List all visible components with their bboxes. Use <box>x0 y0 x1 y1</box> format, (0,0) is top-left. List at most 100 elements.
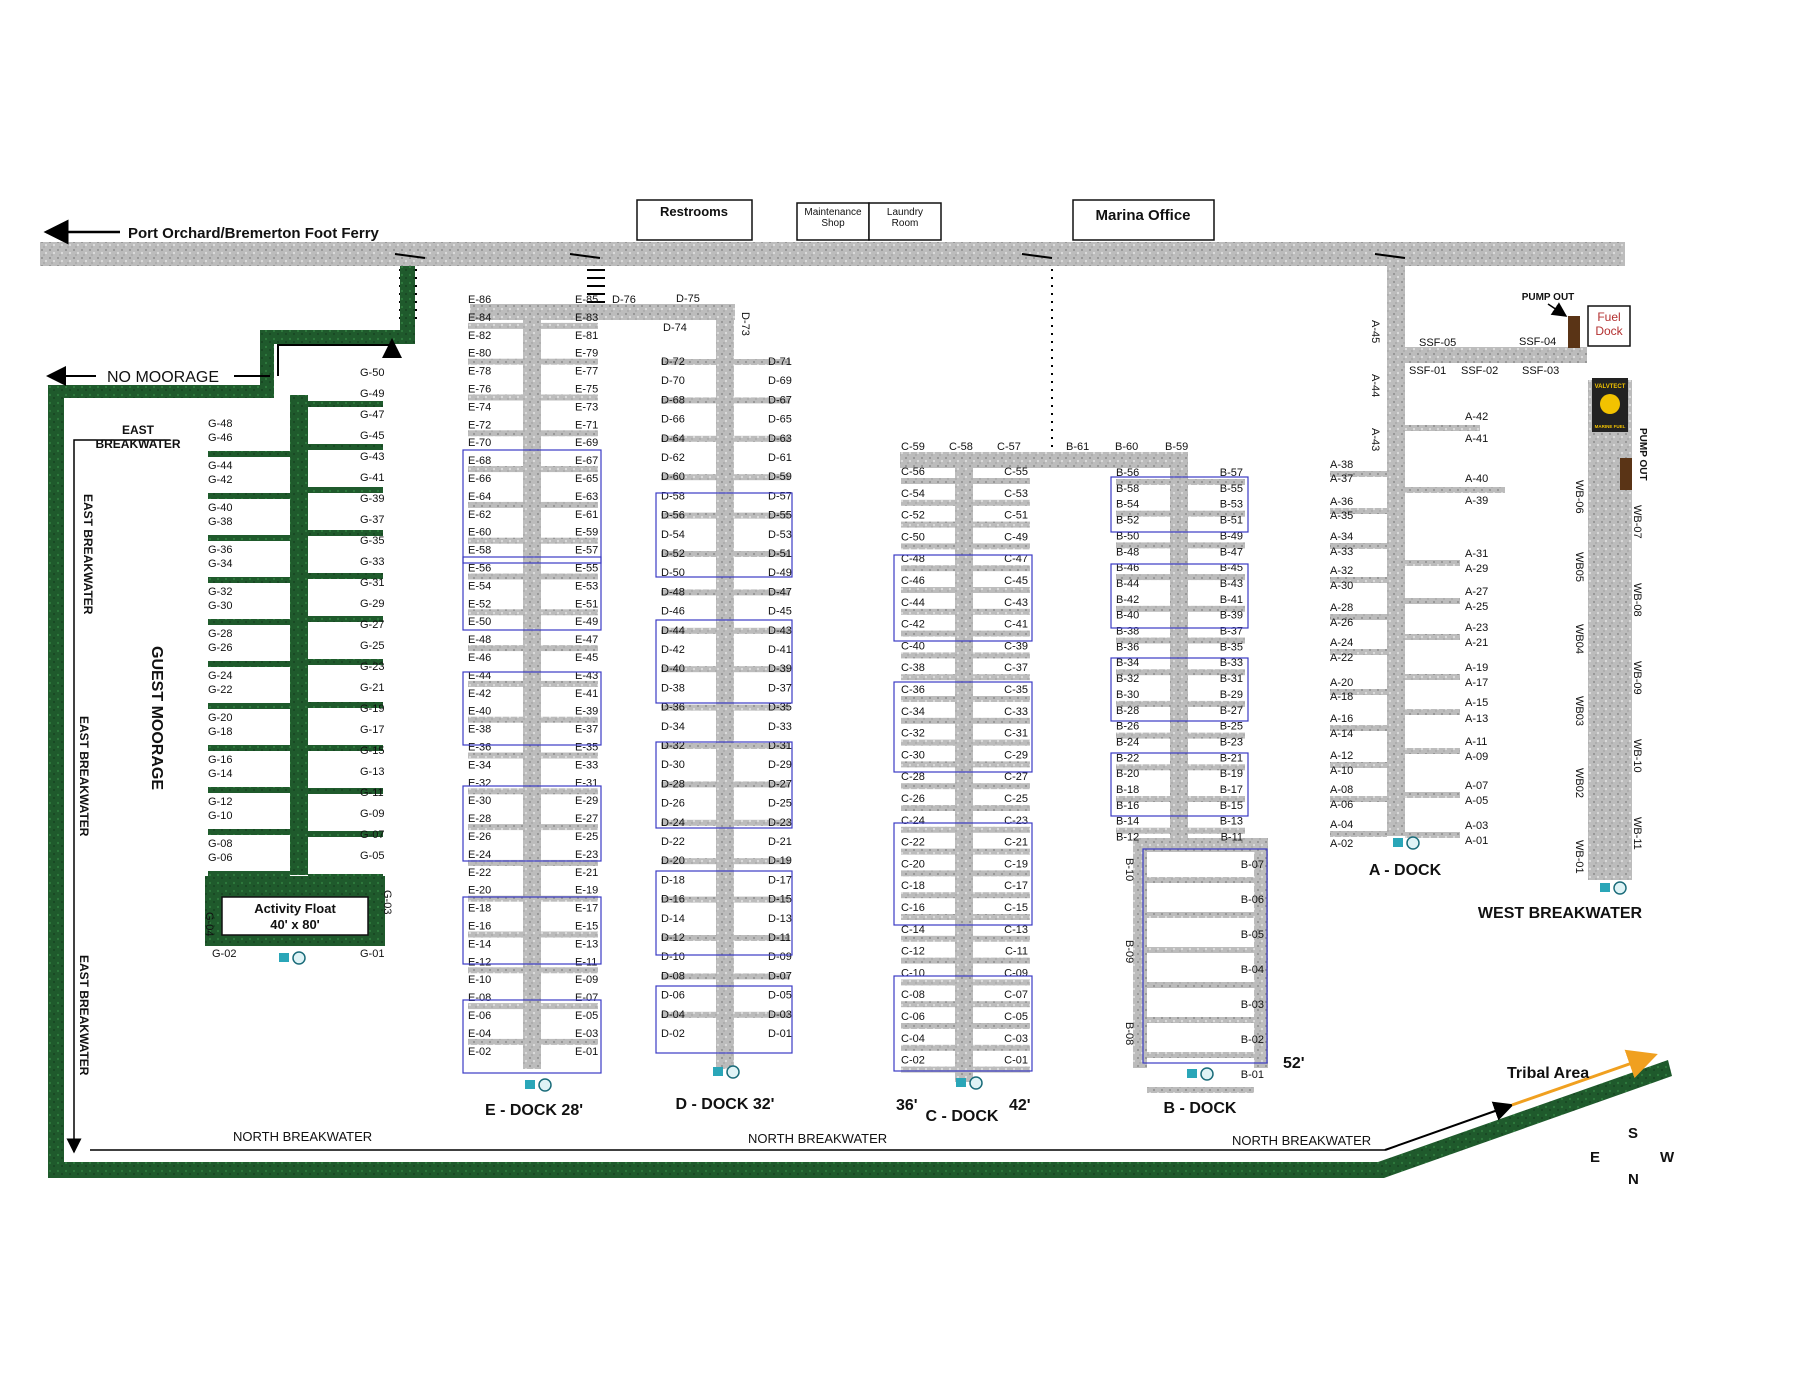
laundry-label-1: Laundry <box>887 207 923 218</box>
slip-label: C-17 <box>1004 880 1028 892</box>
slip-label: G-28 <box>208 628 232 640</box>
pump-out-label-west: PUMP OUT <box>1637 428 1648 481</box>
slip-group-box <box>893 681 1033 773</box>
slip-label: G-49 <box>360 388 384 400</box>
north-breakwater-label-3: NORTH BREAKWATER <box>1232 1133 1371 1148</box>
slip-label: B-42 <box>1116 594 1139 606</box>
slip-label: G-08 <box>208 838 232 850</box>
d-finger-left <box>661 512 716 519</box>
c-finger-right <box>973 957 1030 964</box>
slip-label: C-11 <box>1005 946 1028 958</box>
c-finger-left <box>901 717 955 724</box>
slip-label: E-25 <box>575 831 598 843</box>
b-lower-finger <box>1147 947 1254 953</box>
slip-label: C-26 <box>901 793 925 805</box>
slip-label: B-60 <box>1115 441 1138 453</box>
slip-label: E-01 <box>575 1046 598 1058</box>
d-finger-right <box>734 627 790 634</box>
g-finger-left <box>208 703 290 709</box>
c-finger-left <box>901 587 955 593</box>
slip-label: B-33 <box>1220 657 1243 669</box>
slip-label: B-21 <box>1220 752 1243 764</box>
e-finger-left <box>468 645 523 652</box>
slip-label: E-14 <box>468 938 491 950</box>
slip-label: WB04 <box>1573 624 1585 654</box>
slip-label: A-28 <box>1330 602 1353 614</box>
slip-label: D-09 <box>768 951 792 963</box>
slip-label: B-45 <box>1220 562 1243 574</box>
c-dock-header-walkway <box>900 452 1188 468</box>
slip-label: E-59 <box>575 527 598 539</box>
pump-out-arrow <box>1547 302 1568 317</box>
d-finger-left <box>661 973 716 980</box>
slip-label: G-18 <box>208 726 232 738</box>
slip-label: C-53 <box>1004 488 1028 500</box>
d-finger-right <box>734 551 790 557</box>
c-finger-left <box>901 543 955 550</box>
slip-label: D-46 <box>661 606 685 618</box>
slip-label: B-28 <box>1116 705 1139 717</box>
slip-label: E-33 <box>575 759 598 771</box>
slip-label: G-04 <box>203 912 215 936</box>
slip-label: A-32 <box>1330 565 1353 577</box>
c-finger-left <box>901 1066 955 1073</box>
slip-label: A-02 <box>1330 838 1353 850</box>
slip-label: D-49 <box>768 567 792 579</box>
slip-label: G-14 <box>208 768 232 780</box>
d-finger-left <box>661 551 716 557</box>
d-finger-right <box>734 973 790 980</box>
slip-label: D-37 <box>768 682 792 694</box>
e-finger-right <box>541 1003 598 1010</box>
slip-group-box <box>1110 752 1249 817</box>
slip-label: A-35 <box>1330 510 1353 522</box>
slip-label: B-59 <box>1165 441 1188 453</box>
slip-label: D-75 <box>676 293 700 305</box>
slip-group-box <box>655 492 793 578</box>
slip-label: E-23 <box>575 849 598 861</box>
slip-label: D-12 <box>661 932 685 944</box>
west-breakwater-label: WEST BREAKWATER <box>1478 905 1643 922</box>
slip-label: A-14 <box>1330 728 1353 740</box>
slip-label: E-28 <box>468 813 491 825</box>
slip-label: WB-06 <box>1573 480 1585 514</box>
north-breakwater-label-2: NORTH BREAKWATER <box>748 1131 887 1146</box>
slip-label: E-71 <box>575 419 598 431</box>
slip-label: C-45 <box>1004 575 1028 587</box>
slip-label: G-46 <box>208 432 232 444</box>
g-dock-slip-labels: G-48G-46G-44G-42G-40G-38G-36G-34G-32G-30… <box>203 367 393 960</box>
slip-label: A-17 <box>1465 677 1488 689</box>
c-dock-fingers <box>901 478 1030 1073</box>
e-finger-right <box>541 967 598 974</box>
slip-label: E-60 <box>468 527 491 539</box>
slip-label: D-48 <box>661 586 685 598</box>
slip-label: C-08 <box>901 989 925 1001</box>
slip-label: D-58 <box>661 490 685 502</box>
slip-group-box <box>655 741 793 829</box>
slip-label: B-36 <box>1116 641 1139 653</box>
e-finger-right <box>541 466 598 473</box>
slip-label: E-49 <box>575 616 598 628</box>
slip-label: C-54 <box>901 488 925 500</box>
north-breakwater-wall <box>48 1060 1672 1178</box>
slip-label: E-39 <box>575 706 598 718</box>
d-finger-left <box>661 589 716 596</box>
e-finger-left <box>468 430 523 437</box>
slip-label: C-37 <box>1004 662 1028 674</box>
c-finger-right <box>973 1066 1030 1073</box>
slip-label: C-07 <box>1004 989 1028 1001</box>
c-finger-right <box>973 826 1030 833</box>
e-finger-right <box>541 931 598 938</box>
slip-label: E-17 <box>575 903 598 915</box>
g-finger-right <box>308 444 383 450</box>
slip-label: B-26 <box>1116 721 1139 733</box>
b-lower-finger <box>1147 912 1254 918</box>
slip-label: A-45 <box>1369 320 1381 343</box>
e-finger-left <box>468 716 523 723</box>
compass: S E W N <box>1590 1125 1675 1188</box>
slip-label: D-24 <box>661 817 685 829</box>
slip-label: G-40 <box>208 502 232 514</box>
b-finger-right <box>1188 827 1245 834</box>
b-finger-left <box>1116 796 1170 802</box>
slip-label: E-07 <box>575 992 598 1004</box>
restrooms-building: Restrooms <box>636 199 753 241</box>
